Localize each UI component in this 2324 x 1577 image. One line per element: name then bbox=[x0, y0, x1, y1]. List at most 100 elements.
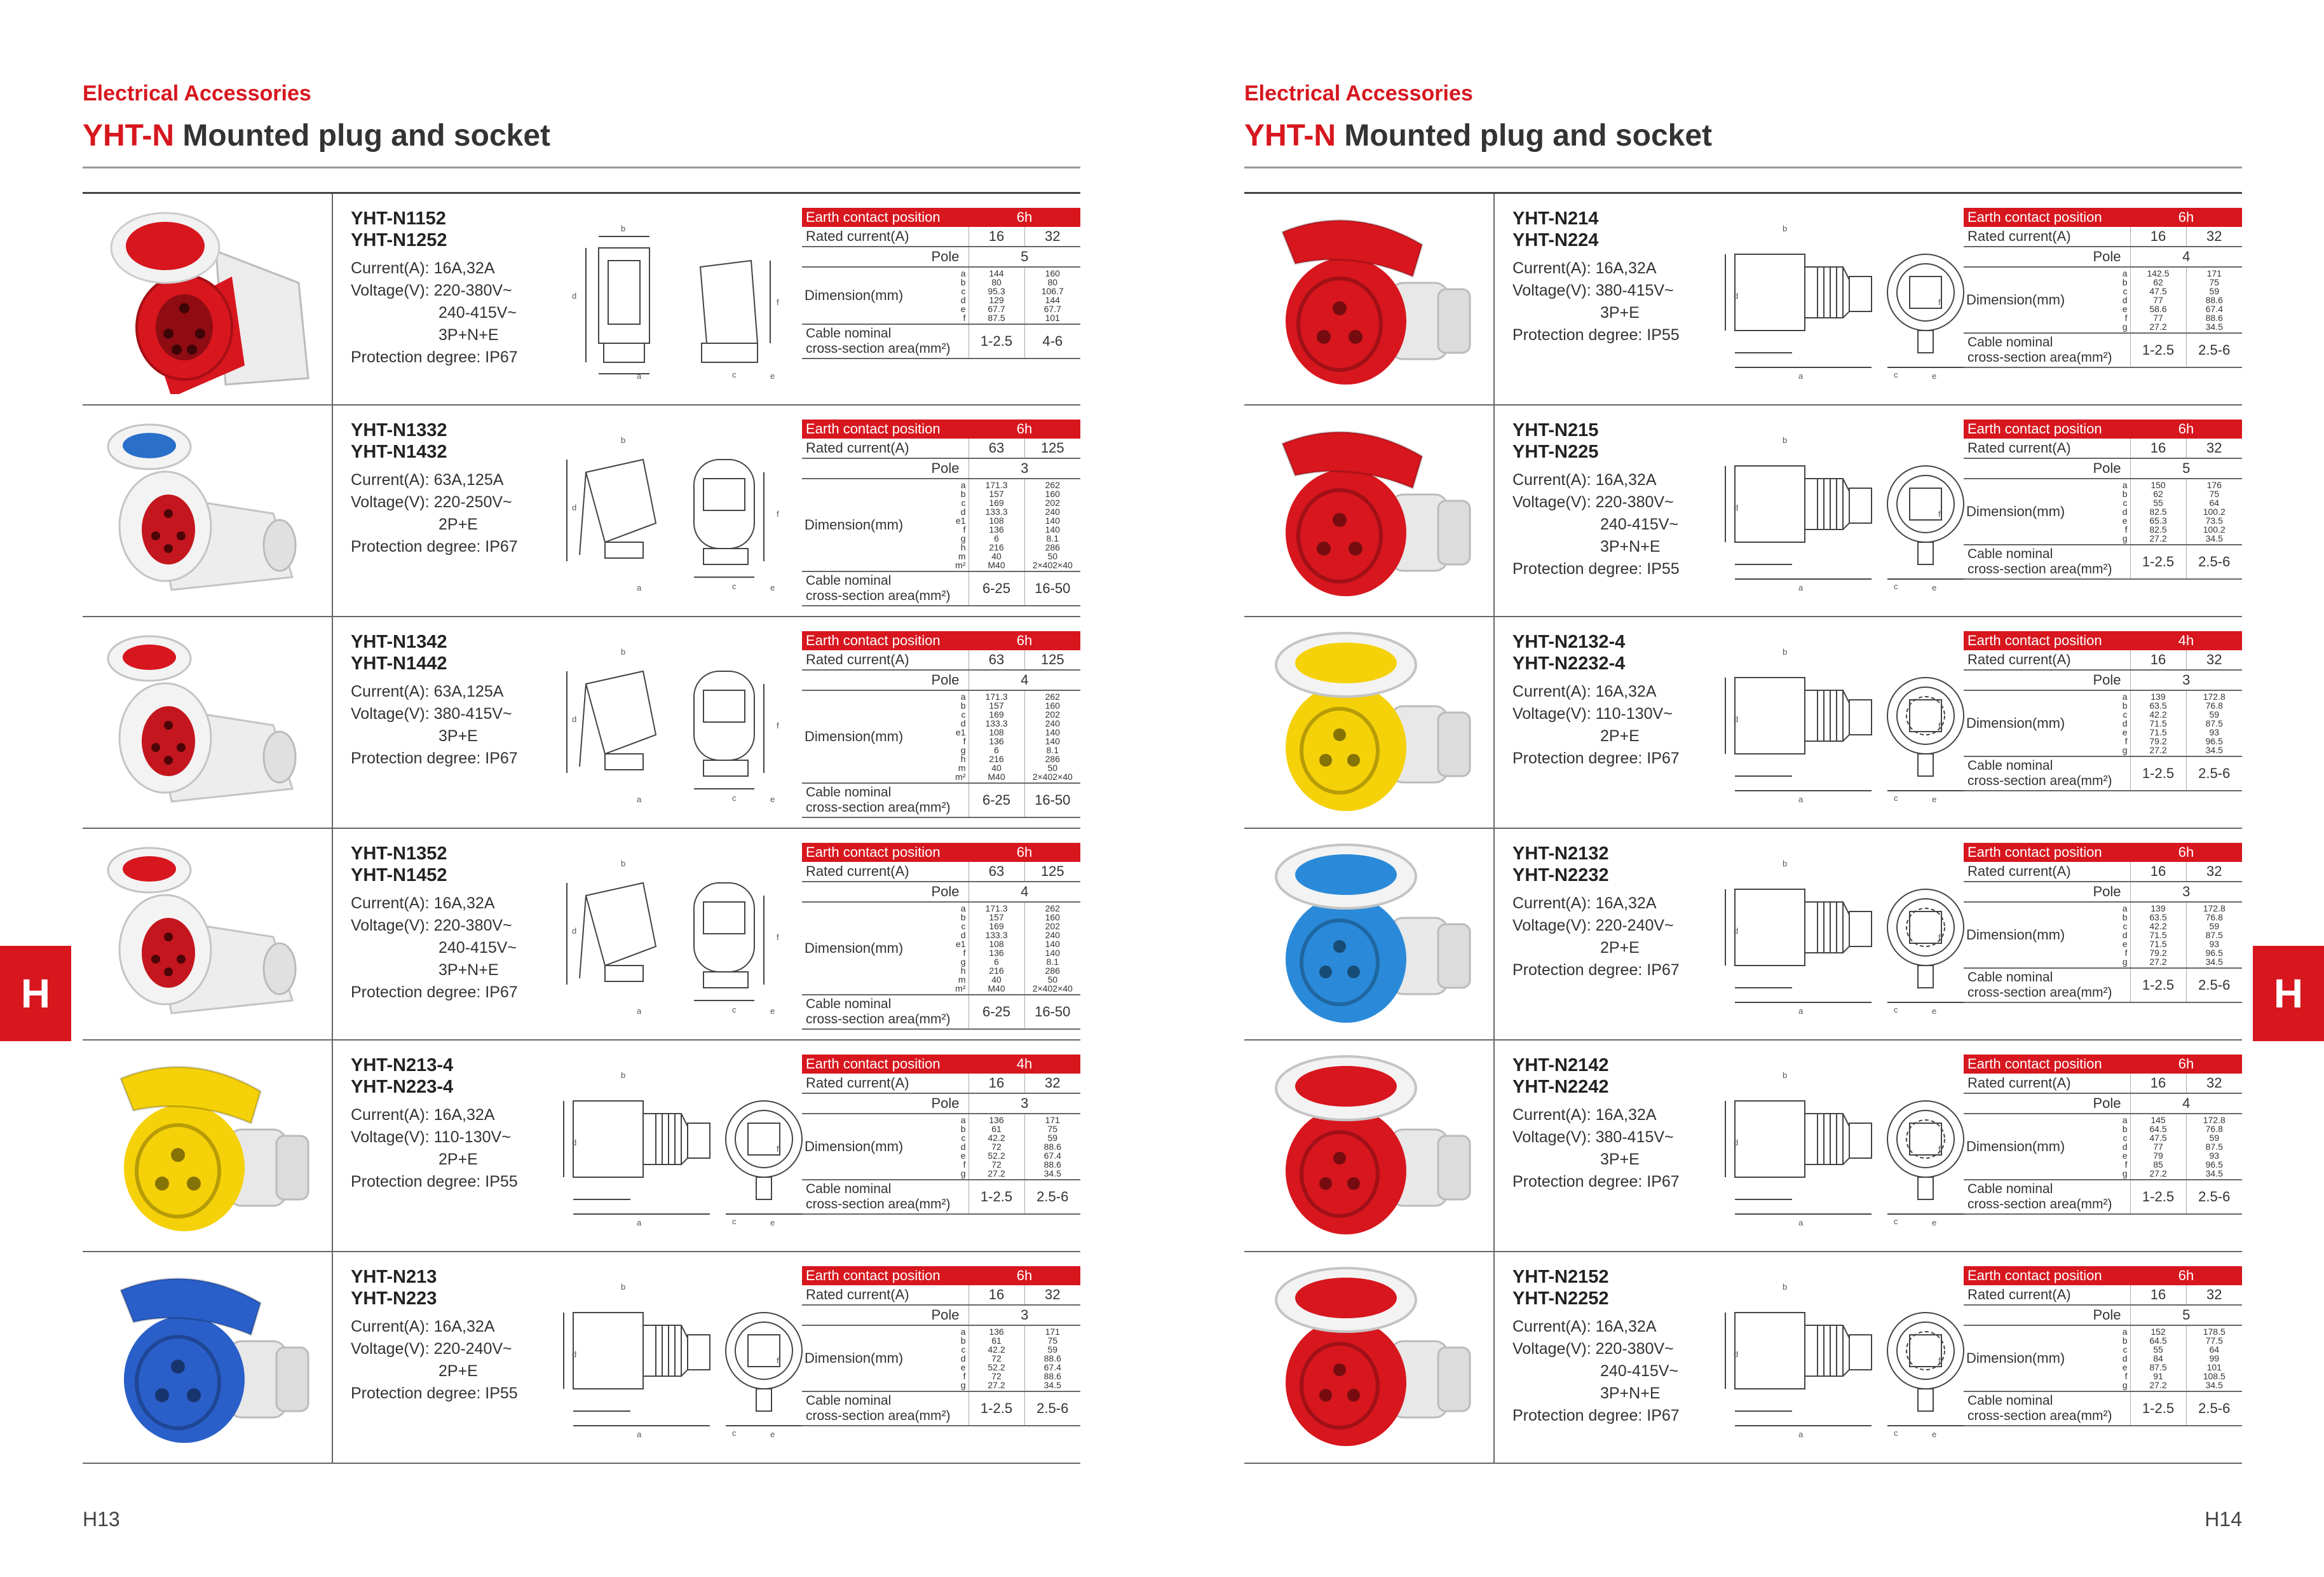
column-divider bbox=[332, 1041, 333, 1252]
category-label: Electrical Accessories bbox=[83, 81, 311, 106]
dimension-values: 139 63.5 42.2 71.5 71.5 79.2 27.2 bbox=[2149, 692, 2167, 755]
svg-text:f: f bbox=[1938, 297, 1941, 307]
rated-current-label: Rated current(A) bbox=[1964, 227, 2130, 247]
model-number: YHT-N223 bbox=[351, 1288, 437, 1309]
dimension-cell: Dimension(mm)a b c d e1 f g h m m² bbox=[802, 479, 968, 572]
dimension-row: Dimension(mm)a b c d e f g 139 63.5 42.2 … bbox=[1964, 690, 2243, 757]
earth-contact-value: 6h bbox=[968, 843, 1081, 862]
dimension-values: 171.3 157 169 133.3 108 136 6 216 40 M40 bbox=[985, 692, 1008, 782]
svg-text:b: b bbox=[1783, 859, 1787, 868]
dimension-values: 262 160 202 240 140 140 8.1 286 50 2×402… bbox=[1032, 480, 1073, 570]
spec-line: 2P+E bbox=[1600, 939, 1640, 957]
spec-line: 3P+N+E bbox=[1600, 538, 1661, 556]
rated-current-value: 32 bbox=[2185, 439, 2243, 459]
rated-current-value: 125 bbox=[1024, 439, 1081, 459]
model-number: YHT-N1152 bbox=[351, 208, 446, 229]
dimension-cell: Dimension(mm)a b c d e f bbox=[802, 267, 968, 325]
rated-current-value: 16 bbox=[2130, 650, 2186, 671]
dimension-values: 136 61 42.2 72 52.2 72 27.2 bbox=[988, 1327, 1005, 1390]
spec-line: Voltage(V): 220-250V~ bbox=[351, 493, 512, 511]
column-divider bbox=[332, 194, 333, 406]
model-number: YHT-N214 bbox=[1512, 208, 1599, 229]
rated-current-value: 32 bbox=[2185, 227, 2243, 247]
rated-current-value: 32 bbox=[1024, 1285, 1081, 1306]
dimension-label: Dimension(mm) bbox=[1966, 1350, 2065, 1366]
rated-current-label: Rated current(A) bbox=[802, 1074, 968, 1094]
cable-label: Cable nominal bbox=[806, 997, 892, 1011]
svg-text:e: e bbox=[770, 1218, 775, 1227]
cable-value: 2.5-6 bbox=[2185, 756, 2243, 791]
svg-text:e: e bbox=[770, 371, 775, 381]
svg-text:e: e bbox=[1932, 1006, 1936, 1016]
cable-label: cross-section area(mm²) bbox=[1967, 350, 2112, 365]
cable-value: 1-2.5 bbox=[2130, 1180, 2186, 1215]
model-number: YHT-N1452 bbox=[351, 865, 447, 885]
dimension-values-cell: 136 61 42.2 72 52.2 72 27.2 bbox=[968, 1325, 1024, 1392]
spec-line: Current(A): 16A,32A bbox=[1512, 894, 1657, 912]
pole-label: Pole bbox=[1964, 1093, 2130, 1114]
dimension-values-cell: 178.5 77.5 64 99 101 108.5 34.5 bbox=[2185, 1325, 2243, 1392]
spec-line: Current(A): 63A,125A bbox=[351, 683, 504, 700]
dimension-values: 176 75 64 100.2 73.5 100.2 34.5 bbox=[2203, 480, 2225, 543]
model-number: YHT-N223-4 bbox=[351, 1077, 454, 1097]
dimension-values-cell: 144 80 95.3 129 67.7 87.5 bbox=[968, 267, 1024, 325]
rated-current-value: 16 bbox=[2130, 1074, 2186, 1094]
dimension-label-wrap: Dimension(mm)a b c d e f g bbox=[805, 1327, 966, 1389]
earth-contact-label: Earth contact position bbox=[802, 1055, 968, 1074]
dimension-cell: Dimension(mm)a b c d e f g bbox=[802, 1114, 968, 1180]
spec-line: 2P+E bbox=[1600, 727, 1640, 745]
pole-label: Pole bbox=[1964, 670, 2130, 691]
rated-current-value: 32 bbox=[2185, 1074, 2243, 1094]
dimension-values: 142.5 62 47.5 77 58.6 77 27.2 bbox=[2147, 268, 2170, 332]
spec-line: Protection degree: IP67 bbox=[351, 983, 518, 1001]
dimension-values: 262 160 202 240 140 140 8.1 286 50 2×402… bbox=[1032, 692, 1073, 782]
cable-value: 1-2.5 bbox=[968, 324, 1024, 359]
dimension-keys: a b c d e f g bbox=[960, 1327, 966, 1390]
cable-label: cross-section area(mm²) bbox=[806, 800, 951, 815]
rated-current-value: 32 bbox=[1024, 227, 1081, 247]
cable-value: 2.5-6 bbox=[2185, 545, 2243, 580]
dimension-values: 171 75 59 88.6 67.4 88.6 34.5 bbox=[2205, 268, 2223, 332]
earth-contact-label: Earth contact position bbox=[802, 631, 968, 650]
dimension-values-cell: 262 160 202 240 140 140 8.1 286 50 2×402… bbox=[1024, 690, 1081, 784]
earth-contact-value: 6h bbox=[2130, 1055, 2243, 1074]
svg-text:e: e bbox=[770, 795, 775, 804]
svg-text:b: b bbox=[1783, 435, 1787, 445]
spec-line: Current(A): 63A,125A bbox=[351, 471, 504, 489]
svg-text:f: f bbox=[1938, 932, 1941, 942]
dimension-values: 171 75 59 88.6 67.4 88.6 34.5 bbox=[1043, 1115, 1061, 1178]
svg-text:c: c bbox=[732, 793, 737, 803]
pole-value: 5 bbox=[968, 247, 1081, 268]
pole-value: 3 bbox=[2130, 670, 2243, 691]
dimension-values-cell: 171 75 59 88.6 67.4 88.6 34.5 bbox=[2185, 267, 2243, 334]
cable-label: Cable nominal bbox=[806, 326, 892, 341]
dimension-label-wrap: Dimension(mm)a b c d e f g bbox=[1966, 692, 2128, 754]
svg-text:c: c bbox=[732, 370, 737, 379]
